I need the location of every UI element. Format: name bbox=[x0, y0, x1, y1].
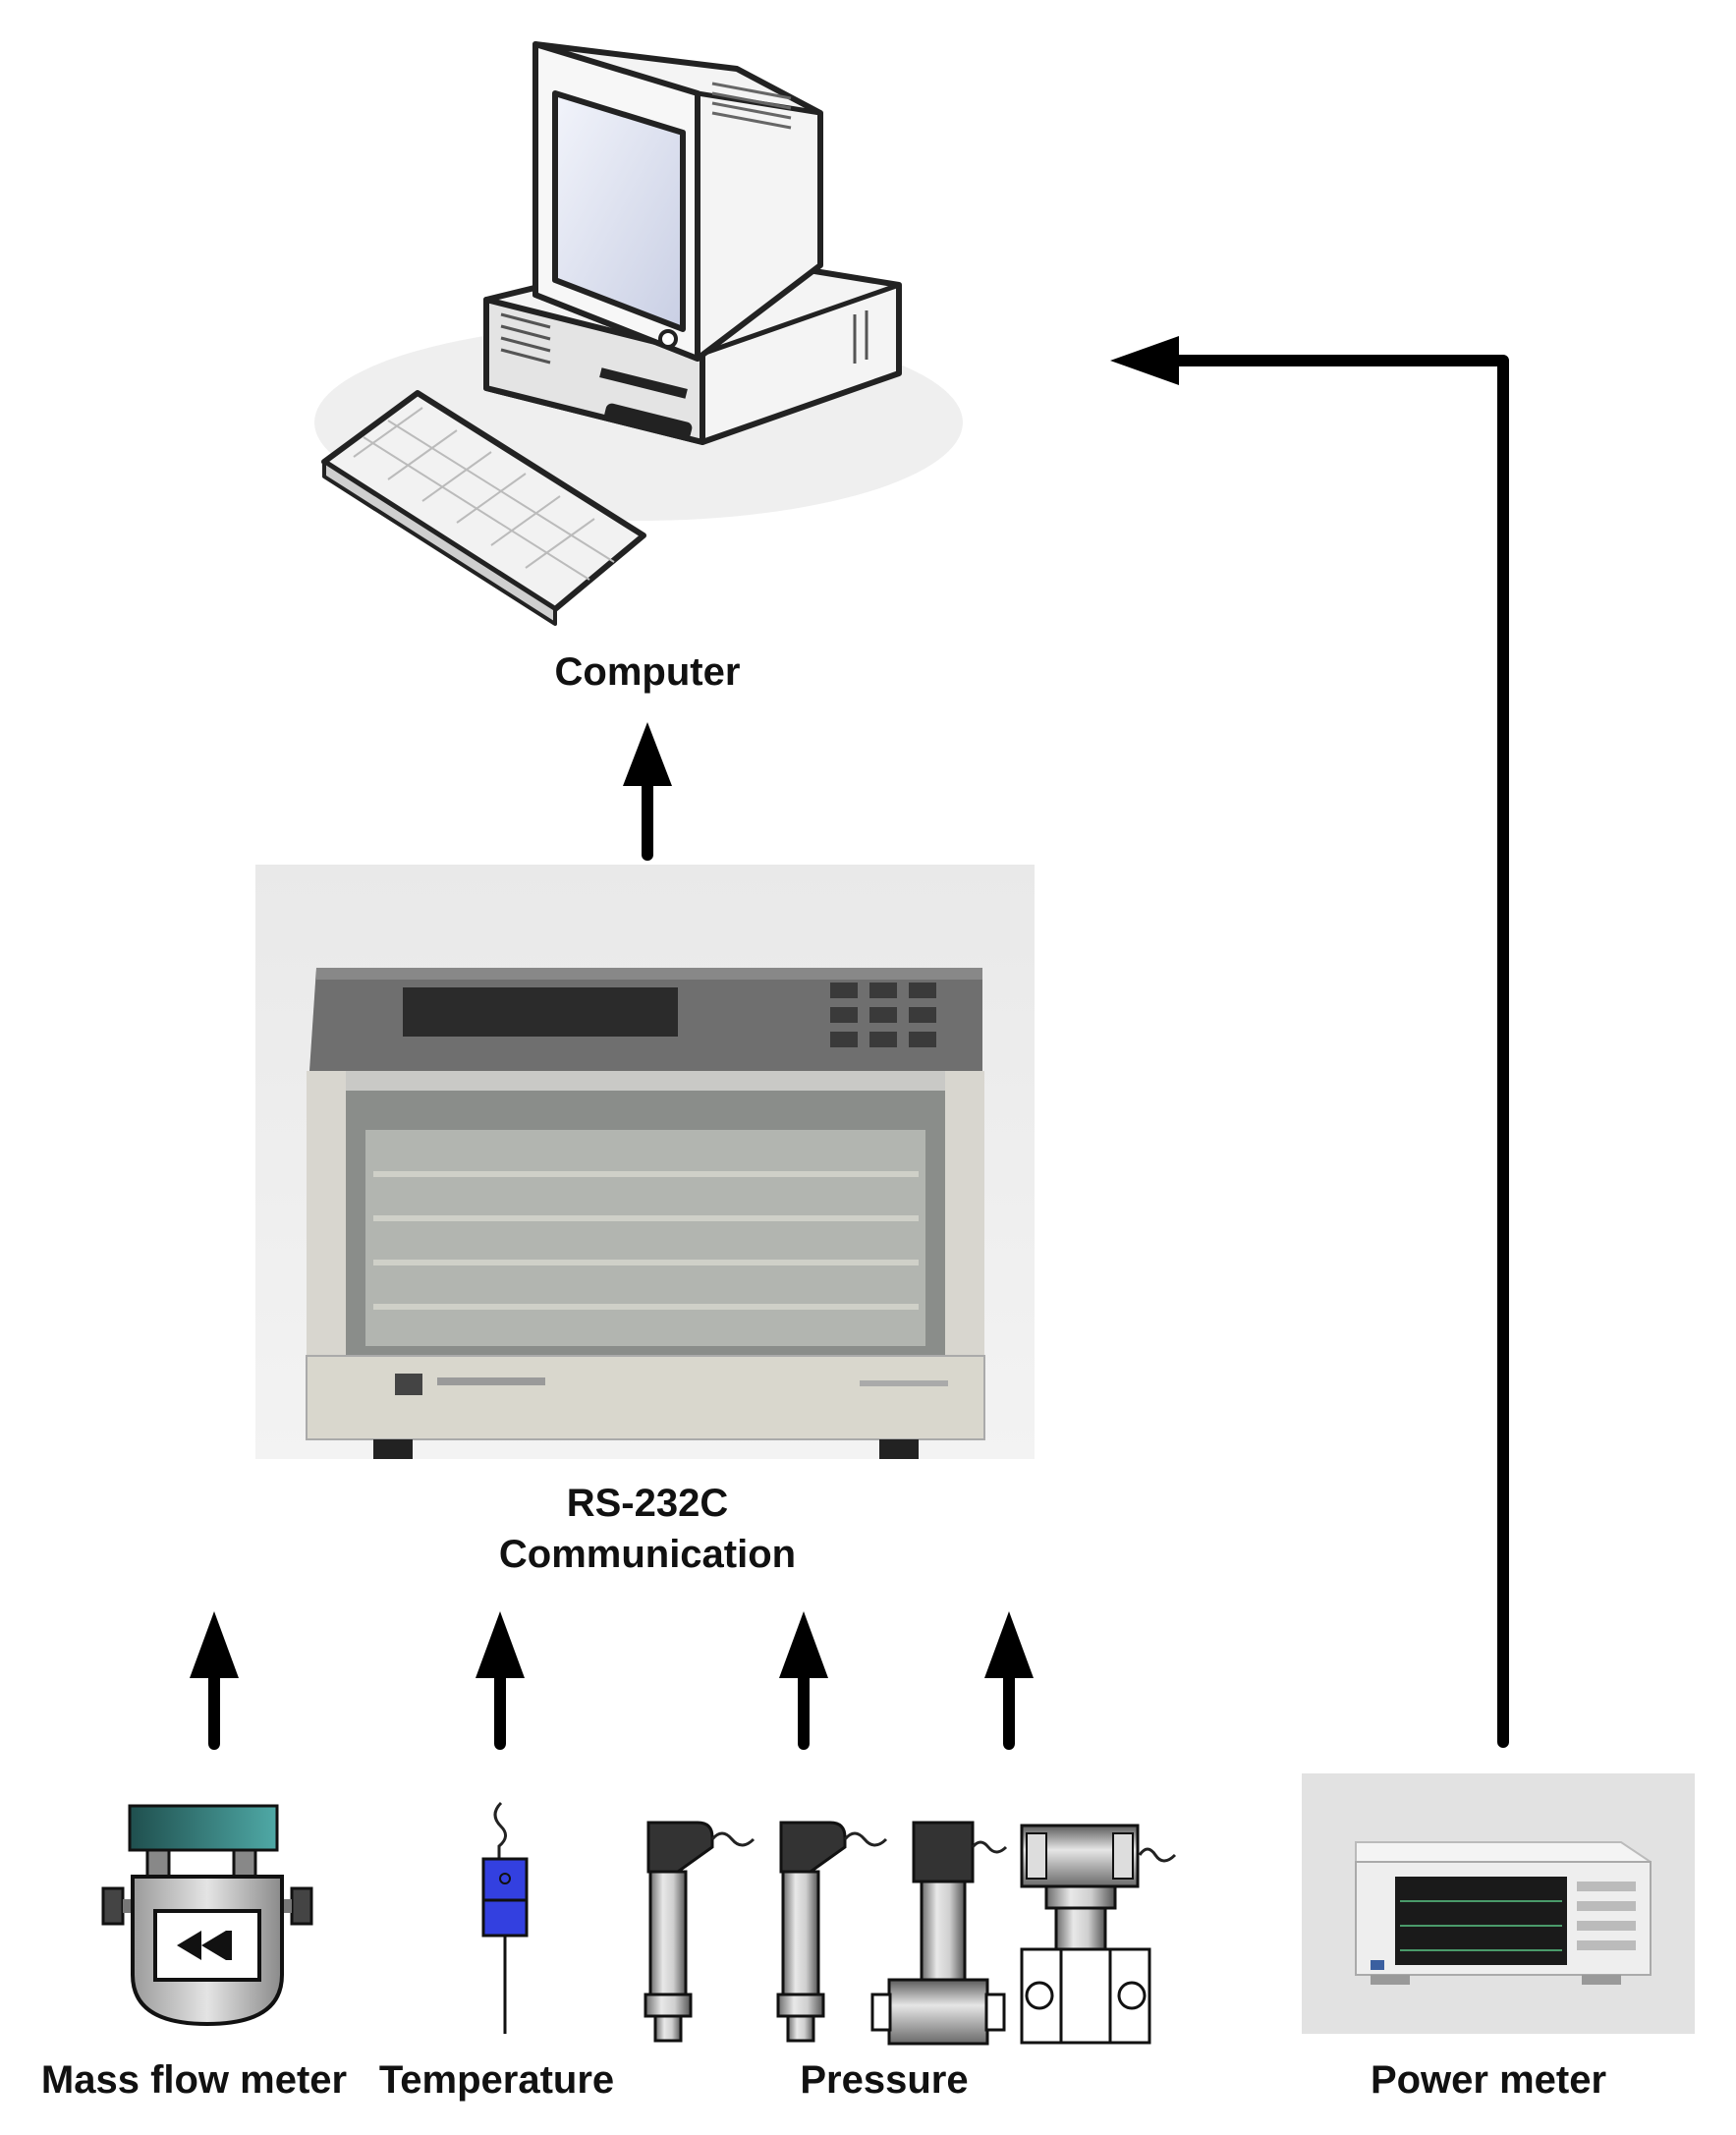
temperature-probe-icon bbox=[481, 1801, 529, 2034]
power-meter-icon bbox=[1302, 1773, 1695, 2034]
mass-flow-meter-icon bbox=[101, 1804, 313, 2027]
pressure-label: Pressure bbox=[800, 2058, 969, 2102]
arrow-temperature bbox=[476, 1611, 525, 1750]
computer-label: Computer bbox=[554, 650, 741, 694]
data-logger-icon bbox=[255, 865, 1035, 1459]
arrow-pressure-2 bbox=[984, 1611, 1034, 1750]
mass-flow-meter-label: Mass flow meter bbox=[40, 2058, 348, 2102]
arrow-logger-to-computer bbox=[623, 722, 672, 861]
logger-label-line1: RS-232C bbox=[566, 1482, 729, 1525]
arrow-pressure-1 bbox=[779, 1611, 828, 1750]
logger-label-line2: Communication bbox=[498, 1533, 797, 1576]
arrow-power-meter-to-computer bbox=[1110, 336, 1509, 1748]
power-meter-label: Power meter bbox=[1370, 2058, 1607, 2102]
temperature-label: Temperature bbox=[378, 2058, 615, 2102]
computer-icon bbox=[314, 41, 963, 626]
pressure-transducer-icon bbox=[644, 1821, 1177, 2046]
arrow-mass-flow bbox=[190, 1611, 239, 1750]
